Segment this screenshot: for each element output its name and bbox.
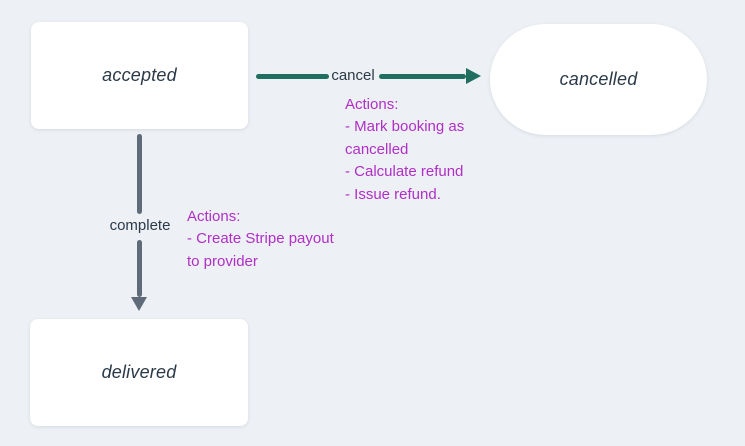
- state-label-delivered: delivered: [101, 362, 177, 382]
- cancel-transition-line-left: [256, 74, 329, 79]
- cancel-transition-label: cancel: [331, 67, 375, 84]
- cancel-actions-title: Actions:: [345, 96, 399, 113]
- complete-actions-title: Actions:: [187, 208, 241, 225]
- state-node-delivered: delivered: [30, 319, 248, 426]
- complete-transition-label: complete: [109, 217, 171, 234]
- complete-actions-line: to provider: [187, 252, 258, 270]
- complete-actions-note: Actions: - Create Stripe payout to provi…: [187, 206, 334, 273]
- cancel-actions-line: - Issue refund.: [345, 185, 441, 203]
- state-node-accepted: accepted: [31, 22, 248, 129]
- state-label-cancelled: cancelled: [559, 69, 638, 89]
- state-node-cancelled: cancelled: [490, 24, 707, 135]
- cancel-actions-line: - Mark booking as: [345, 118, 465, 136]
- cancel-arrowhead-icon: [466, 68, 481, 84]
- complete-transition-line-bottom: [137, 240, 142, 297]
- cancel-actions-note: Actions: - Mark booking as cancelled - C…: [345, 94, 464, 206]
- complete-arrowhead-icon: [131, 297, 147, 311]
- complete-actions-line: - Create Stripe payout: [187, 230, 334, 248]
- cancel-actions-line: - Calculate refund: [345, 163, 464, 181]
- cancel-actions-line: cancelled: [345, 140, 409, 158]
- cancel-transition-line-right: [379, 74, 466, 79]
- state-label-accepted: accepted: [102, 65, 177, 85]
- complete-transition-line-top: [137, 134, 142, 214]
